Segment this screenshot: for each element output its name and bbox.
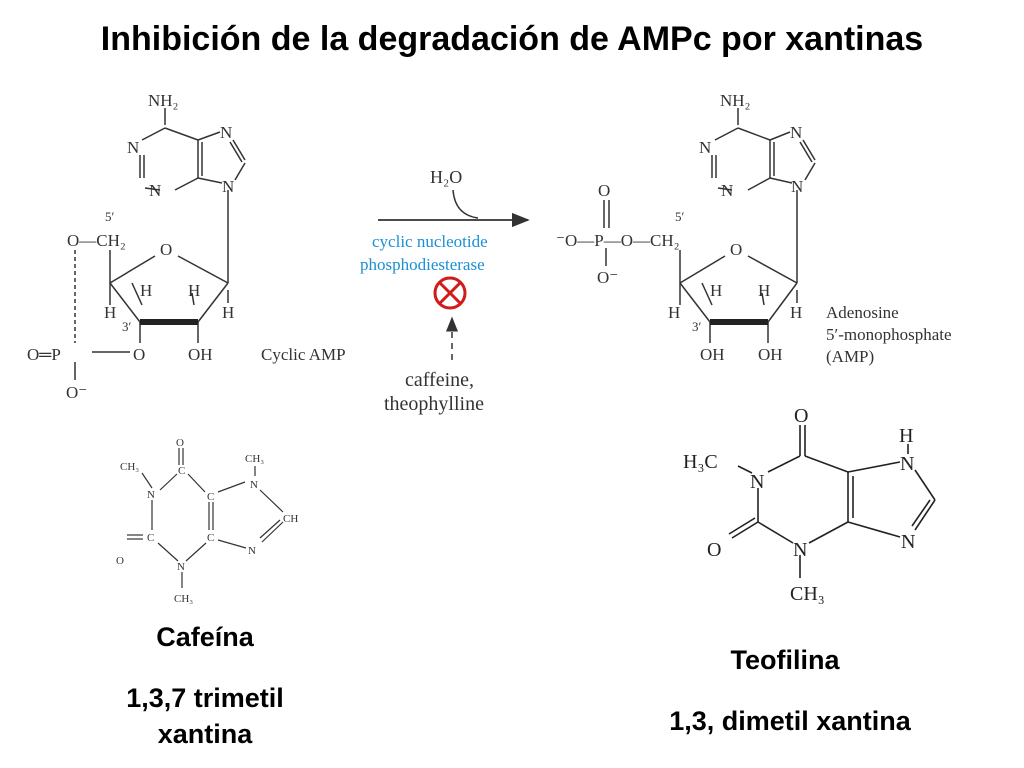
theophylline-bonds [728, 425, 936, 578]
inhibitor-line1: caffeine, [405, 369, 474, 391]
camp-h-c: H [104, 303, 116, 322]
caffeine-o-2: O [116, 555, 124, 567]
amp-phos-o-top: O [598, 181, 610, 200]
caffeine-desc-line1: 1,3,7 trimetil [126, 683, 284, 713]
cyclic-amp-structure: NH₂ N N N N 5′ O—CH₂ O [27, 91, 346, 402]
amp-oh-b: OH [758, 345, 783, 364]
theophylline-ch3: CH₃ [790, 583, 825, 605]
amp-phosphate-label: ⁻O—P—O—CH₂ [556, 231, 680, 250]
amp-n9-label: N [791, 177, 803, 196]
camp-o-minus-label: O⁻ [66, 383, 87, 402]
inhibitor-line2: theophylline [384, 393, 484, 415]
water-label: H₂O [430, 167, 462, 187]
caffeine-c-5: C [207, 491, 214, 503]
amp-c3-label: 3′ [692, 319, 702, 334]
theophylline-label: Teofilina [730, 645, 840, 675]
camp-n3-label: N [149, 181, 161, 200]
camp-nh2-label: NH₂ [148, 91, 178, 110]
caffeine-c-2: C [147, 532, 154, 544]
amp-structure: NH₂ N N N N O 5 [556, 91, 952, 366]
caffeine-c-6: C [178, 465, 185, 477]
camp-ribose-bonds [109, 250, 229, 343]
caffeine-n7: N [250, 479, 258, 491]
amp-name-line3: (AMP) [826, 347, 874, 366]
amp-nh2-label: NH₂ [720, 91, 750, 110]
amp-n1-label: N [699, 138, 711, 157]
amp-phos-o-minus: O⁻ [597, 268, 618, 287]
theophylline-n3: N [793, 539, 807, 561]
amp-adenine-bonds [711, 108, 816, 283]
amp-n3-label: N [721, 181, 733, 200]
theophylline-o-top: O [794, 405, 808, 427]
caffeine-structure: O CH₃ CH₃ C N C N CH C C O N N CH₃ [116, 437, 298, 605]
caffeine-ch3-1: CH₃ [120, 461, 139, 473]
caffeine-ch8: CH [283, 513, 298, 525]
amp-ribose-bonds [603, 200, 798, 343]
caffeine-c-4: C [207, 532, 214, 544]
amp-h-b: H [758, 281, 770, 300]
camp-h-d: H [222, 303, 234, 322]
caffeine-label: Cafeína [156, 622, 254, 652]
caffeine-n9: N [248, 545, 256, 557]
camp-p-label: O═P [27, 345, 61, 364]
theophylline-n9: N [901, 531, 915, 553]
caffeine-o-top: O [176, 437, 184, 449]
camp-name: Cyclic AMP [261, 345, 346, 364]
caffeine-ch3-7: CH₃ [245, 453, 264, 465]
camp-oh-label: OH [188, 345, 213, 364]
camp-c3-label: 3′ [122, 319, 132, 334]
slide-title: Inhibición de la degradación de AMPc por… [100, 20, 924, 58]
amp-n7-label: N [790, 123, 802, 142]
enzyme-label-line2: phosphodiesterase [360, 255, 485, 274]
theophylline-n7: N [900, 453, 914, 475]
camp-c5-label: 5′ [105, 209, 115, 224]
amp-oh-a: OH [700, 345, 725, 364]
camp-ring-o-label: O [160, 240, 172, 259]
theophylline-o-2: O [707, 539, 721, 561]
theophylline-h7: H [899, 425, 913, 447]
water-curve [452, 189, 479, 219]
camp-phosphate-bonds [74, 250, 130, 380]
camp-o-ch2-label: O—CH₂ [67, 231, 126, 250]
amp-name-line1: Adenosine [826, 303, 899, 322]
reaction-arrow-group: H₂O cyclic nucleotide phosphodiesterase … [360, 167, 530, 415]
caffeine-description: 1,3,7 trimetil xantina [60, 680, 350, 752]
camp-h-a: H [140, 281, 152, 300]
camp-h-b: H [188, 281, 200, 300]
amp-h-d: H [790, 303, 802, 322]
camp-n7-label: N [220, 123, 232, 142]
amp-c5-label: 5′ [675, 209, 685, 224]
caffeine-n1: N [147, 489, 155, 501]
enzyme-label-line1: cyclic nucleotide [372, 232, 488, 251]
amp-h-a: H [710, 281, 722, 300]
camp-n9-label: N [222, 177, 234, 196]
theophylline-structure: O H H₃C N N O N N CH₃ [683, 405, 936, 605]
caffeine-ch3-3: CH₃ [174, 593, 193, 605]
caffeine-desc-line2: xantina [157, 719, 253, 749]
amp-ring-o-label: O [730, 240, 742, 259]
caffeine-bonds [127, 448, 284, 588]
camp-n1-label: N [127, 138, 139, 157]
theophylline-n1: N [750, 471, 764, 493]
amp-h-c: H [668, 303, 680, 322]
theophylline-h3c: H₃C [683, 451, 718, 473]
theophylline-description: 1,3, dimetil xantina [669, 706, 911, 736]
inhibition-icon [433, 276, 467, 310]
camp-o3-label: O [133, 345, 145, 364]
camp-adenine-bonds [139, 108, 246, 283]
caffeine-n3: N [177, 561, 185, 573]
amp-name-line2: 5′-monophosphate [826, 325, 952, 344]
